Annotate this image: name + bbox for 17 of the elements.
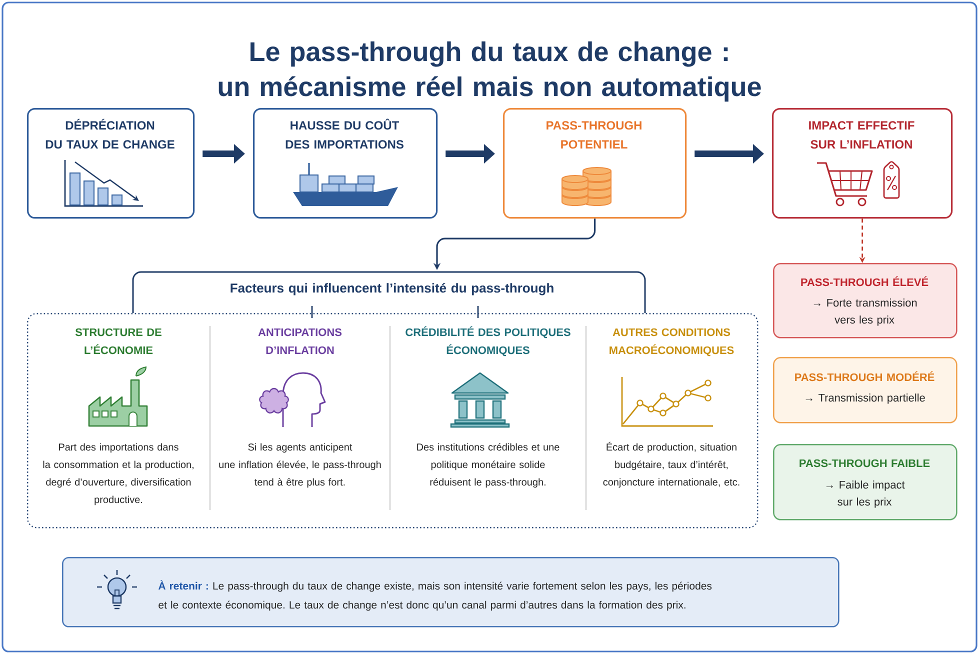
column-heading: ANTICIPATIONS D’INFLATION xyxy=(258,328,342,354)
column-heading: CRÉDIBILITÉ DES POLITIQUES ÉCONOMIQUES xyxy=(406,326,570,356)
column-text: Écart de production, situation budgétaire, taux d’intérêt, conjoncture internationale, etc. xyxy=(603,442,740,488)
outcome-box: PASS-THROUGH ÉLEVÉ → Forte transmission vers les prix xyxy=(773,263,958,338)
column-heading: AUTRES CONDITIONS MACROÉCONOMIQUES xyxy=(610,328,734,356)
process-box: IMPACT EFFECTIF SUR L’INFLATION xyxy=(772,108,953,219)
column-text: Si les agents anticipent une inflation élevée, le pass-through tend à être plus fort. xyxy=(219,443,381,488)
column-text: Des institutions crédibles et une politique monétaire solide réduisent le pass-through. xyxy=(417,443,560,488)
outcome-box: PASS-THROUGH MODÉRÉ → Transmission partielle xyxy=(773,357,958,424)
process-box: DÉPRÉCIATION DU TAUX DE CHANGE xyxy=(27,108,195,219)
process-box: PASS-THROUGH POTENTIEL xyxy=(503,108,687,219)
column-heading: STRUCTURE DE L’ÉCONOMIE xyxy=(75,328,162,354)
title: Le pass-through du taux de change : un mécanisme réel mais non automatique xyxy=(218,41,761,102)
note-box: À retenir : Le pass-through du taux de change existe, mais son intensité varie fortement selon les pays, les périodes et le contexte économique. Le taux de change n’est donc qu’un canal parmi d’autres dans la formation des prix. xyxy=(62,557,840,628)
node-label: Facteurs qui influencent l’intensité du pass-through xyxy=(230,282,554,296)
outcome-box: PASS-THROUGH FAIBLE → Faible impact sur les prix xyxy=(773,444,958,520)
column-text: Part des importations dans la consommation et la production, degré d’ouverture, diversification productive. xyxy=(43,443,194,506)
